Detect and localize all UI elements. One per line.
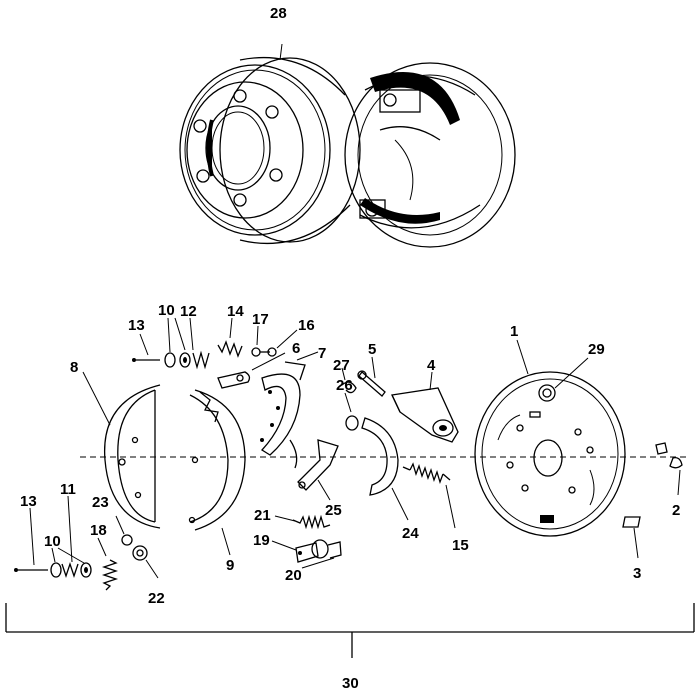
part-bleeder — [655, 442, 683, 469]
callout-22: 22 — [148, 590, 165, 607]
callout-24: 24 — [402, 525, 419, 542]
callout-25: 25 — [325, 502, 342, 519]
callout-11: 11 — [60, 481, 76, 498]
callout-14: 14 — [227, 303, 244, 320]
part-hold-down-spring-lower — [61, 561, 79, 579]
callout-7: 7 — [318, 345, 326, 362]
part-hold-down-pin-lower — [14, 568, 48, 572]
callout-10-lower: 10 — [44, 533, 61, 550]
callout-21: 21 — [254, 507, 271, 524]
part-primary-shoe — [188, 389, 246, 531]
callout-17: 17 — [252, 311, 269, 328]
part-adjuster-pivot — [361, 417, 399, 496]
part-secondary-shoe — [103, 384, 161, 529]
callout-15: 15 — [452, 537, 469, 554]
part-cable-guide — [217, 371, 251, 389]
part-anchor-pin — [538, 384, 556, 402]
part-cups-lower — [50, 562, 92, 578]
callout-4: 4 — [427, 357, 436, 374]
part-washer-16 — [267, 347, 277, 357]
part-adjuster-lever — [297, 439, 339, 491]
part-plug — [622, 516, 641, 528]
callout-13-lower: 13 — [20, 493, 37, 510]
part-pin — [357, 370, 386, 397]
part-pin-17 — [251, 347, 270, 357]
callout-9: 9 — [226, 557, 234, 574]
part-washer — [345, 415, 359, 431]
callout-28: 28 — [270, 5, 287, 22]
callout-29: 29 — [588, 341, 605, 358]
part-hold-down-pin-upper — [132, 358, 160, 362]
callout-26: 26 — [336, 377, 353, 394]
part-spring-14 — [217, 340, 243, 358]
part-wheel-cylinder — [391, 387, 459, 443]
part-hold-down-spring-upper — [192, 350, 210, 370]
callout-20: 20 — [285, 567, 302, 584]
callout-30: 30 — [342, 675, 359, 692]
part-clip — [341, 381, 357, 394]
callout-5: 5 — [368, 341, 376, 358]
part-washer-23 — [121, 534, 133, 546]
part-backing-plate — [474, 371, 626, 537]
part-adjuster-assembly — [295, 539, 342, 563]
part-retractor-spring — [402, 462, 451, 485]
kit-bracket — [5, 603, 695, 658]
part-adjusting-screw — [132, 545, 148, 561]
part-shoe-web — [260, 361, 306, 469]
callout-3: 3 — [633, 565, 641, 582]
callout-12: 12 — [180, 303, 197, 320]
part-cups-upper — [164, 352, 191, 368]
callout-27: 27 — [333, 357, 350, 374]
part-spring-18 — [101, 559, 119, 591]
callout-2: 2 — [672, 502, 680, 519]
callout-18: 18 — [90, 522, 107, 539]
callout-23: 23 — [92, 494, 109, 511]
assembled-drum — [179, 43, 516, 248]
callout-8: 8 — [70, 359, 78, 376]
callout-10-upper: 10 — [158, 302, 175, 319]
callout-13-upper: 13 — [128, 317, 145, 334]
callout-6: 6 — [292, 340, 300, 357]
callout-1: 1 — [510, 323, 518, 340]
part-spring-21 — [292, 514, 331, 530]
callout-19: 19 — [253, 532, 270, 549]
callout-16: 16 — [298, 317, 315, 334]
